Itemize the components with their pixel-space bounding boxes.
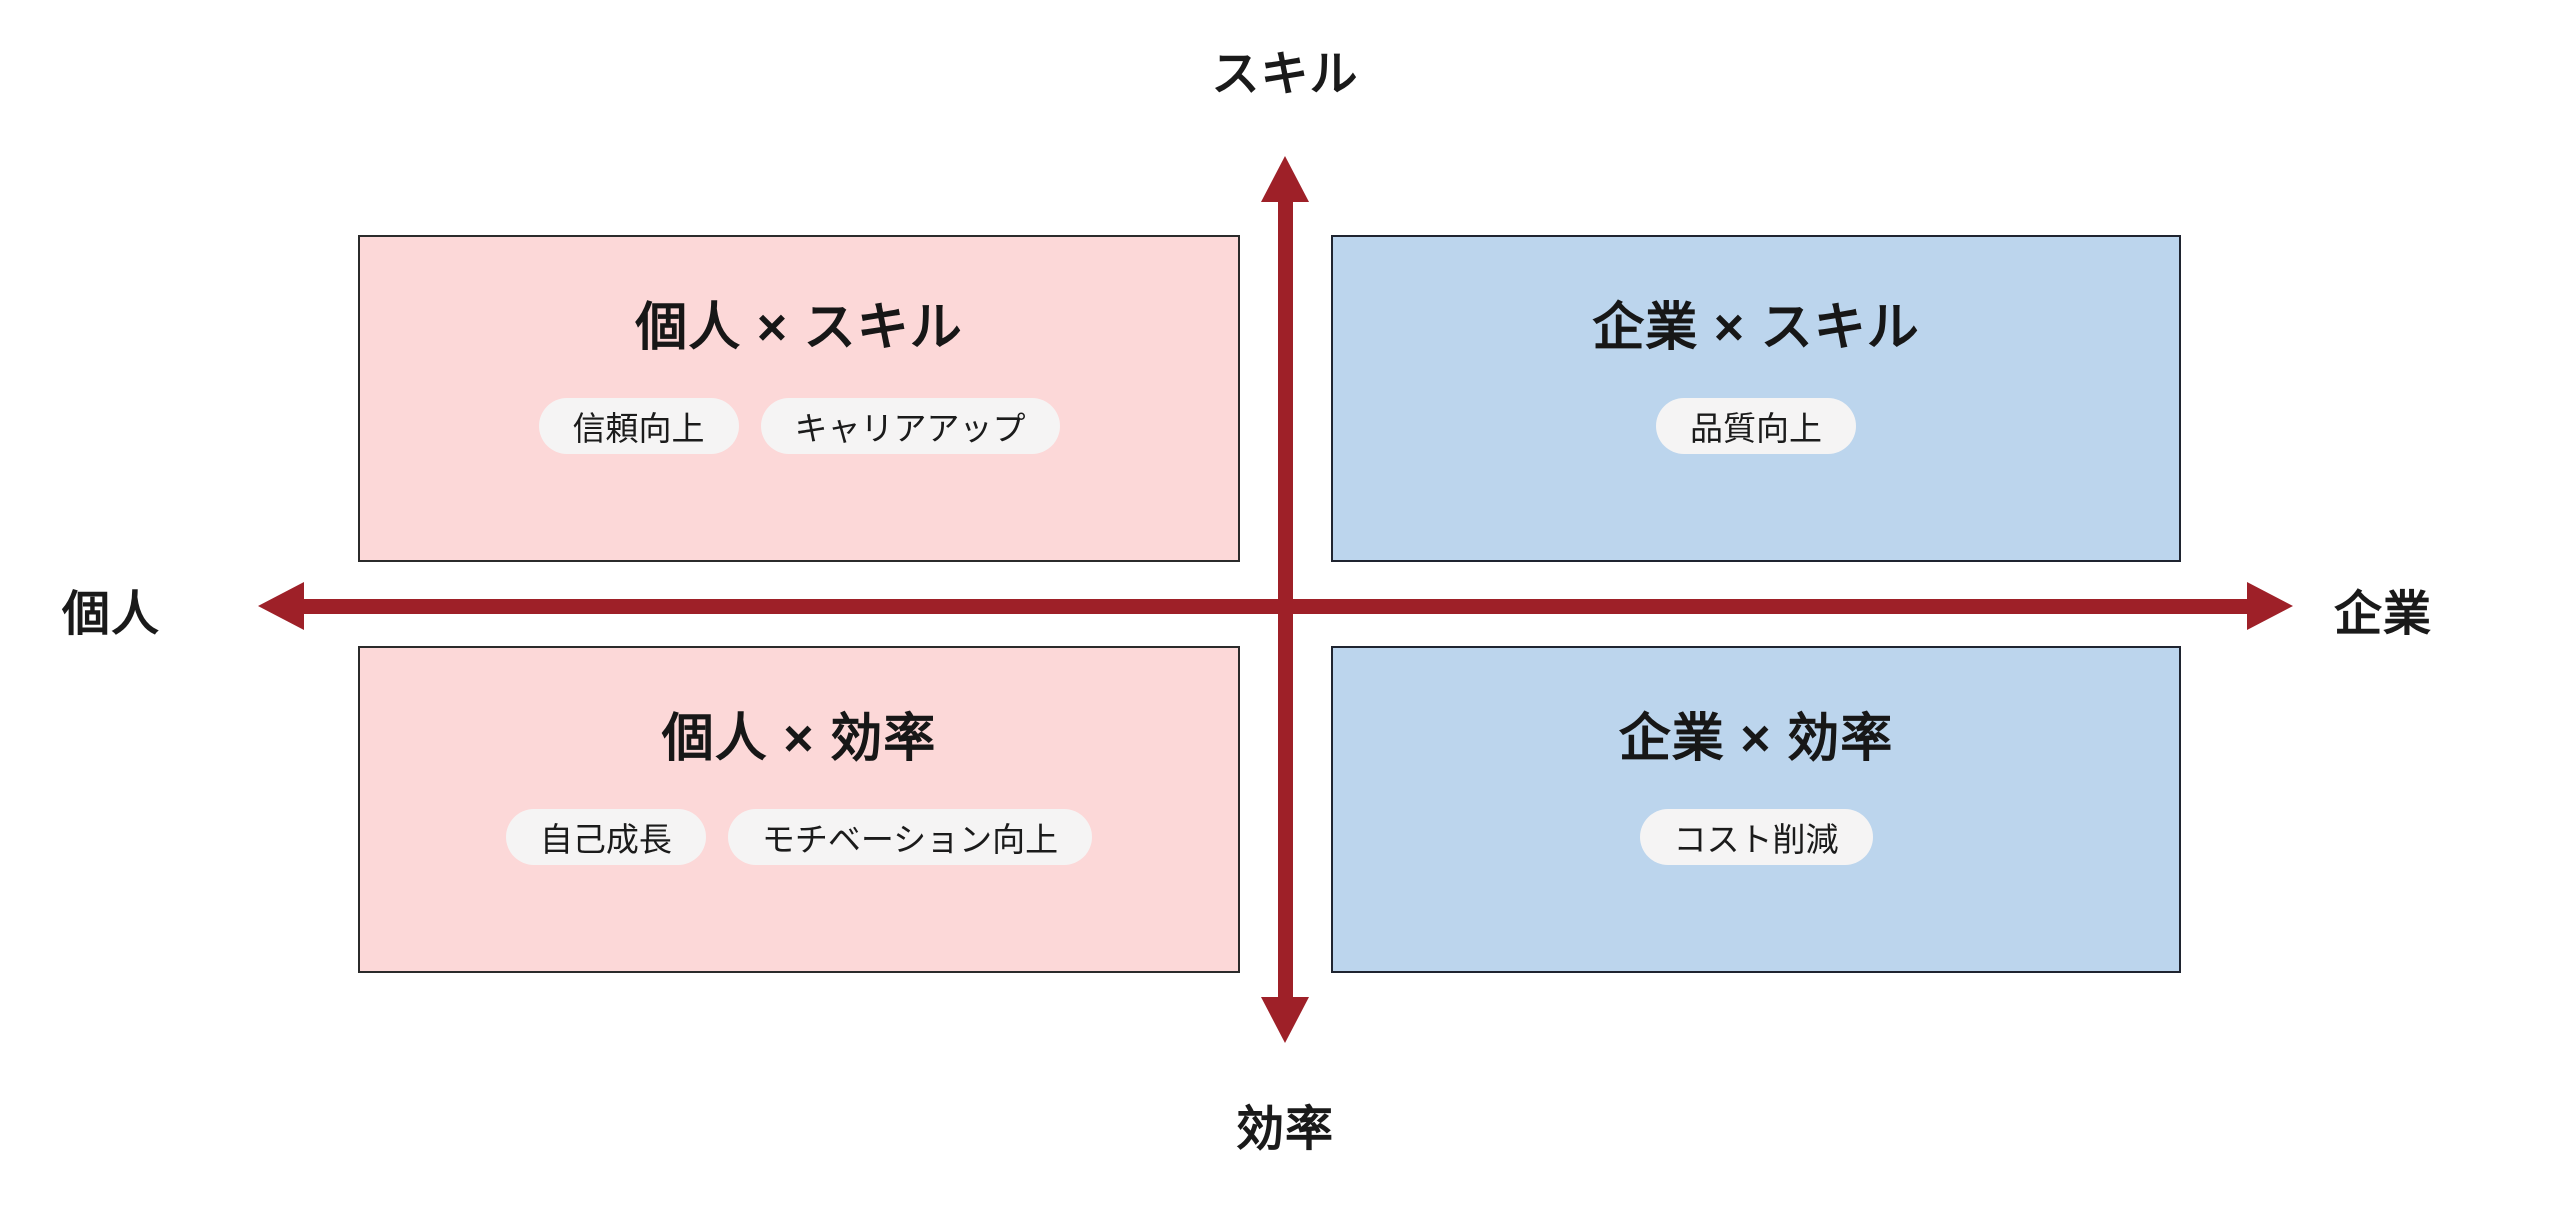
quadrant-tags-bottom-right: コスト削減 (1639, 809, 1873, 865)
quadrant-title-bottom-right: 企業 × 効率 (1618, 710, 1894, 768)
quadrant-top-left: 個人 × スキル 信頼向上 キャリアアップ (358, 235, 1240, 562)
quadrant-title-top-left: 個人 × スキル (635, 299, 963, 357)
quadrant-tags-top-right: 品質向上 (1656, 398, 1856, 454)
quadrant-bottom-right: 企業 × 効率 コスト削減 (1331, 646, 2181, 973)
quadrant-top-right: 企業 × スキル 品質向上 (1331, 235, 2181, 562)
quadrant-tags-top-left: 信頼向上 キャリアアップ (538, 398, 1060, 454)
axis-label-top: スキル (1211, 48, 1359, 101)
tag-chip: 品質向上 (1656, 398, 1856, 454)
arrow-left-icon (258, 582, 304, 630)
quadrant-bottom-left: 個人 × 効率 自己成長 モチベーション向上 (358, 646, 1240, 973)
tag-chip: モチベーション向上 (727, 809, 1093, 865)
axis-label-right: 企業 (2334, 588, 2432, 641)
tag-chip: 信頼向上 (538, 398, 739, 454)
arrow-up-icon (1261, 156, 1309, 202)
tag-chip: 自己成長 (505, 809, 706, 865)
horizontal-axis-shaft (304, 598, 2247, 614)
arrow-down-icon (1261, 997, 1309, 1043)
tag-chip: コスト削減 (1639, 809, 1873, 865)
axis-label-bottom: 効率 (1236, 1103, 1334, 1156)
axis-label-left: 個人 (62, 588, 160, 641)
quadrant-tags-bottom-left: 自己成長 モチベーション向上 (505, 809, 1093, 865)
quadrant-title-bottom-left: 個人 × 効率 (661, 710, 937, 768)
tag-chip: キャリアアップ (760, 398, 1060, 454)
quadrant-title-top-right: 企業 × スキル (1592, 299, 1920, 357)
arrow-right-icon (2247, 582, 2293, 630)
